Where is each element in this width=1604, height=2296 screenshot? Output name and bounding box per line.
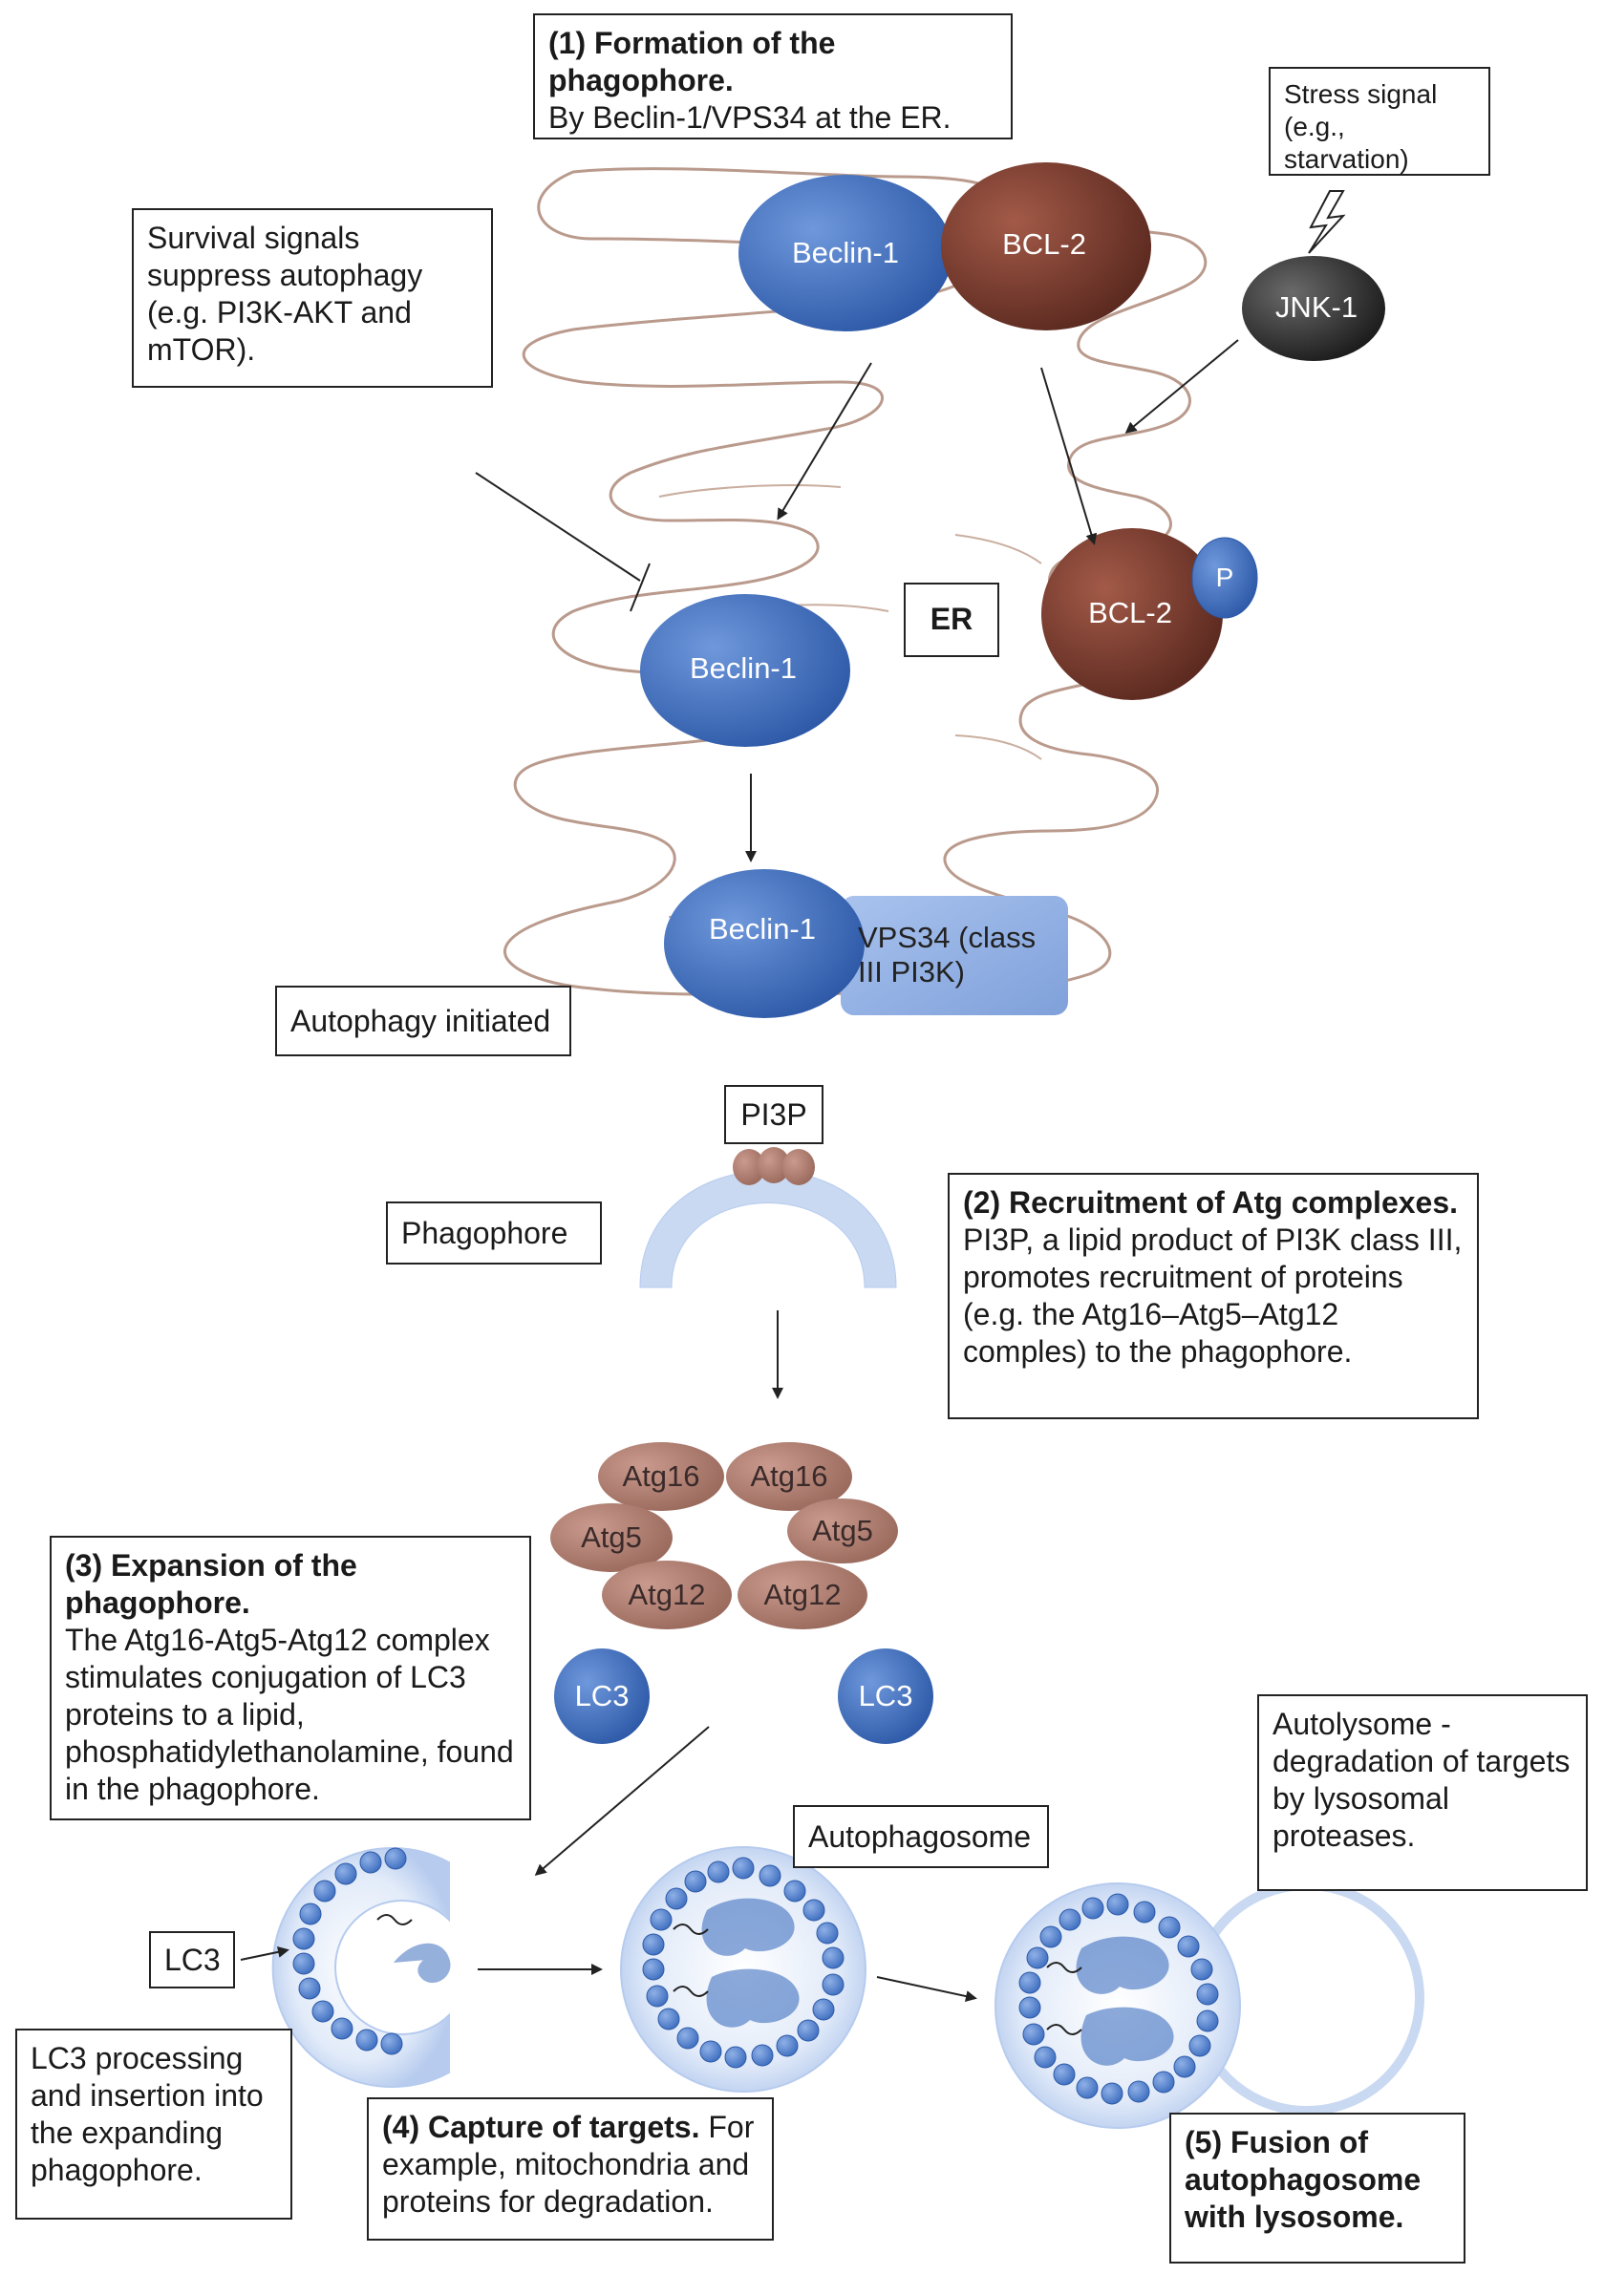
arrow-to-expansion [534, 1726, 710, 1876]
survival-signals-text: Survival signals suppress autophagy (e.g… [147, 221, 423, 367]
phosphate-node [1191, 537, 1258, 619]
inhibition-bar [630, 563, 651, 612]
autolysome-box: Autolysome - degradation of targets by l… [1257, 1694, 1588, 1891]
autophagy-initiated-box: Autophagy initiated [275, 986, 571, 1056]
step5-title: (5) Fusion of autophagosome with lysosom… [1185, 2125, 1422, 2234]
phagophore-arc [639, 1170, 897, 1288]
step3-body: The Atg16-Atg5-Atg12 complex stimulates … [65, 1623, 514, 1806]
step4-title: (4) Capture of targets. [382, 2110, 700, 2144]
arrow-beclin-release [777, 362, 872, 521]
beclin-1-top-node [738, 175, 952, 331]
step1-body: By Beclin-1/VPS34 at the ER. [548, 100, 952, 135]
atg5-label-b: Atg5 [812, 1514, 873, 1547]
stress-signal-text: Stress signal (e.g., starvation) [1284, 79, 1438, 174]
atg5-node-a [550, 1503, 673, 1572]
step2-body: PI3P, a lipid product of PI3K class III,… [963, 1222, 1463, 1369]
pi3p-bead-1 [733, 1149, 765, 1185]
jnk-1-node [1242, 256, 1385, 361]
autophagosome-text: Autophagosome [808, 1819, 1032, 1854]
beclin-1-mid-node [640, 594, 850, 747]
pi3p-bead-3 [782, 1149, 815, 1185]
lc3-box-text: LC3 [164, 1943, 221, 1977]
atg16-label-b: Atg16 [750, 1459, 828, 1493]
stress-signal-box: Stress signal (e.g., starvation) [1269, 67, 1490, 176]
atg5-node-b [787, 1499, 898, 1563]
autophagosome-vesicle [620, 1846, 866, 2093]
step1-box: (1) Formation of the phagophore. By Becl… [533, 13, 1013, 139]
lc3-node-b [838, 1648, 933, 1744]
lc3-processing-text: LC3 processing and insertion into the ex… [31, 2041, 264, 2187]
atg16-label-a: Atg16 [622, 1459, 700, 1493]
pi3p-bead-2 [758, 1147, 790, 1183]
step2-box: (2) Recruitment of Atg complexes. PI3P, … [948, 1173, 1479, 1419]
step4-box: (4) Capture of targets. For example, mit… [367, 2097, 774, 2241]
step3-box: (3) Expansion of the phagophore. The Atg… [50, 1536, 531, 1820]
step5-box: (5) Fusion of autophagosome with lysosom… [1169, 2113, 1465, 2264]
step3-title: (3) Expansion of the phagophore. [65, 1548, 357, 1620]
lc3-box: LC3 [149, 1931, 235, 1988]
jnk-1-label: JNK-1 [1274, 290, 1358, 324]
phagophore-text: Phagophore [401, 1216, 568, 1250]
atg12-label-b: Atg12 [763, 1578, 842, 1611]
vps34-node [841, 896, 1068, 1015]
atg5-label-a: Atg5 [581, 1520, 642, 1554]
bcl-2-top-label: BCL-2 [1002, 227, 1086, 261]
phosphate-label: P [1215, 563, 1234, 592]
bcl-2-mid-node [1041, 528, 1223, 700]
bcl-2-mid-label: BCL-2 [1088, 596, 1172, 629]
atg12-node-b [738, 1561, 867, 1629]
beclin-1-mid-label: Beclin-1 [690, 651, 797, 685]
inhibition-line [475, 472, 641, 582]
step4-body: For example, mitochondria and proteins f… [382, 2110, 755, 2219]
bcl-2-top-node [941, 162, 1151, 330]
pi3p-box: PI3P [724, 1085, 823, 1144]
lc3-label-b: LC3 [858, 1679, 913, 1712]
expanding-phagophore [271, 1847, 451, 2088]
atg16-node-b [726, 1442, 852, 1511]
beclin-1-bottom-label: Beclin-1 [709, 912, 816, 946]
er-label: ER [930, 602, 973, 636]
autophagy-initiated-text: Autophagy initiated [290, 1004, 551, 1038]
vps34-label: VPS34 (class III PI3K) [858, 921, 1037, 989]
lightning-icon [1308, 190, 1346, 254]
survival-signals-box: Survival signals suppress autophagy (e.g… [132, 208, 493, 388]
atg16-node-a [598, 1442, 724, 1511]
er-membrane [503, 167, 1208, 996]
arrow-bcl2-phospho [1040, 367, 1098, 545]
autophagosome-box: Autophagosome [793, 1805, 1049, 1868]
step1-title: (1) Formation of the phagophore. [548, 26, 836, 97]
autolysome-text: Autolysome - degradation of targets by l… [1273, 1707, 1571, 1853]
lc3-node-a [554, 1648, 650, 1744]
arrow-lc3-insert [240, 1945, 289, 1961]
phagophore-box: Phagophore [386, 1201, 602, 1265]
step2-title: (2) Recruitment of Atg complexes. [963, 1185, 1459, 1220]
atg12-node-a [602, 1561, 732, 1629]
arrow-jnk [1124, 339, 1239, 434]
lc3-processing-box: LC3 processing and insertion into the ex… [15, 2029, 292, 2220]
atg12-label-a: Atg12 [628, 1578, 706, 1611]
pi3p-text: PI3P [740, 1097, 807, 1132]
arrow-to-autolysome [876, 1976, 977, 2002]
beclin-1-top-label: Beclin-1 [792, 236, 899, 269]
lc3-label-a: LC3 [574, 1679, 630, 1712]
er-label-box: ER [904, 583, 999, 657]
beclin-1-bottom-node [664, 869, 865, 1018]
autolysome-vesicle [994, 1882, 1241, 2129]
